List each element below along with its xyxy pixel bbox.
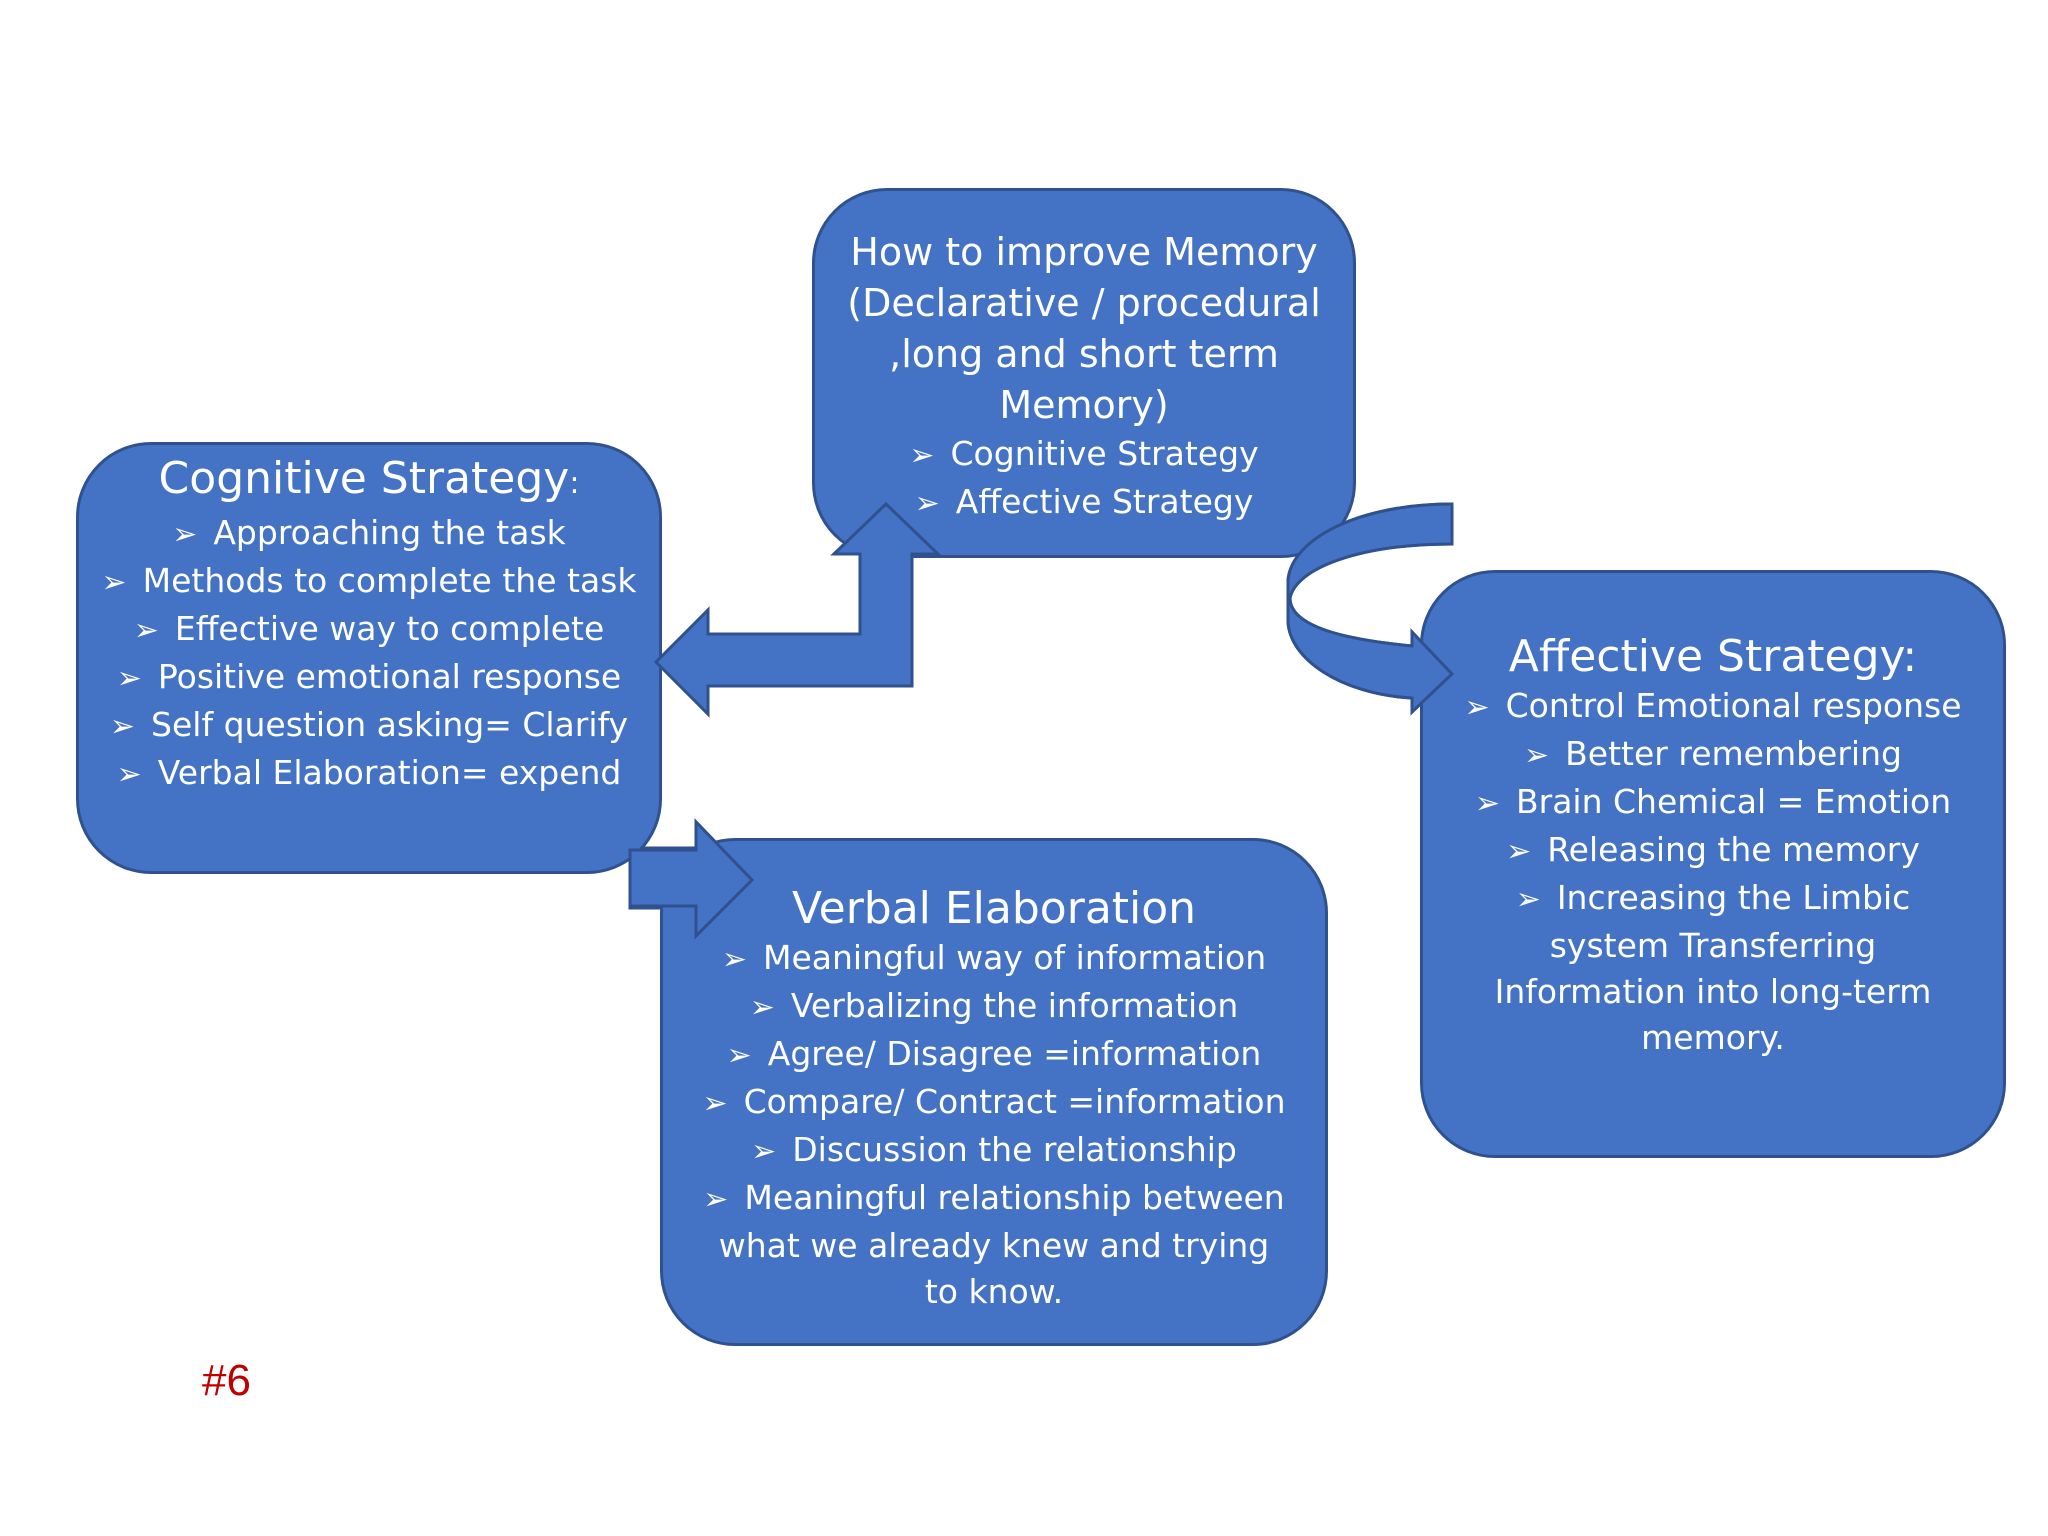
list-item-label: Self question asking= Clarify [151,705,629,744]
arrowhead-bullet-icon: ➢ [751,1134,777,1169]
list-item-label: Better remembering [1565,734,1902,773]
list-item-label: Control Emotional response [1505,686,1962,725]
list-item: ➢ Affective Strategy [815,479,1353,527]
list-item: ➢ Verbalizing the information [663,983,1325,1031]
arrowhead-bullet-icon: ➢ [109,709,136,744]
list-item-label: Effective way to complete [174,609,605,648]
arrowhead-bullet-icon: ➢ [721,942,747,977]
list-item-label: Affective Strategy [955,482,1254,521]
list-item-label: Meaningful way of information [763,938,1267,977]
list-item: ➢ Approaching the task [79,510,659,558]
memory-title-line: How to improve Memory [850,230,1318,274]
list-item-label: Verbalizing the information [790,986,1239,1025]
memory-title-line: (Declarative / procedural [847,281,1321,325]
list-item: ➢Increasing the Limbic system Transferri… [1423,875,2003,1061]
list-item-label: Increasing the Limbic system Transferrin… [1494,878,1932,1057]
memory-title-line: ,long and short term [889,332,1279,376]
list-item-label: Agree/ Disagree =information [767,1034,1262,1073]
arrowhead-bullet-icon: ➢ [116,661,142,696]
cognitive-box: Cognitive Strategy: ➢ Approaching the tas… [76,442,662,874]
arrowhead-bullet-icon: ➢ [1506,834,1532,869]
list-item-label: Compare/ Contract =information [743,1082,1286,1121]
arrowhead-bullet-icon: ➢ [172,517,198,552]
arrowhead-bullet-icon: ➢ [133,613,159,648]
arrowhead-bullet-icon: ➢ [1474,786,1500,821]
affective-box: Affective Strategy: ➢ Control Emotional r… [1420,570,2006,1158]
memory-title-line: Memory) [999,383,1169,427]
list-item: ➢ Agree/ Disagree =information [663,1031,1325,1079]
affective-title: Affective Strategy: [1508,631,1918,682]
list-item-label: Brain Chemical = Emotion [1516,782,1952,821]
list-item: ➢ Self question asking= Clarify [79,702,659,750]
list-item-label: Approaching the task [213,513,566,552]
list-item: ➢ Meaningful way of information [663,935,1325,983]
list-item: ➢ Discussion the relationship [663,1127,1325,1175]
verbal-box: Verbal Elaboration ➢ Meaningful way of in… [660,838,1328,1346]
arrowhead-bullet-icon: ➢ [909,438,935,473]
verbal-list: ➢ Meaningful way of information ➢ Verbaliz… [663,935,1325,1315]
list-item-label: Verbal Elaboration= expend [157,753,622,792]
list-item-label: Positive emotional response [157,657,622,696]
arrowhead-bullet-icon: ➢ [1524,738,1550,773]
list-item-label: Methods to complete the task [142,561,637,600]
cognitive-title: Cognitive Strategy: [79,453,659,510]
list-item: ➢ Compare/ Contract =information [663,1079,1325,1127]
list-item-label: Releasing the memory [1547,830,1920,869]
list-item: ➢ Better remembering [1423,731,2003,779]
arrowhead-bullet-icon: ➢ [101,565,127,600]
memory-list: ➢ Cognitive Strategy ➢ Affective Strategy [815,431,1353,527]
arrowhead-bullet-icon: ➢ [749,990,775,1025]
arrowhead-bullet-icon: ➢ [116,757,142,792]
list-item: ➢ Cognitive Strategy [815,431,1353,479]
cognitive-title-text: Cognitive Strategy [158,453,570,504]
list-item: ➢ Effective way to complete [79,606,659,654]
arrowhead-bullet-icon: ➢ [703,1182,729,1217]
list-item-label: Cognitive Strategy [950,434,1259,473]
list-item: ➢ Control Emotional response [1423,683,2003,731]
arrowhead-bullet-icon: ➢ [914,486,940,521]
page-number: #6 [202,1356,251,1405]
arrowhead-bullet-icon: ➢ [1464,690,1490,725]
arrowhead-bullet-icon: ➢ [1515,882,1541,917]
list-item: ➢Meaningful relationship between what we… [663,1175,1325,1315]
cognitive-list: ➢ Approaching the task ➢ Methods to comple… [79,510,659,798]
affective-list: ➢ Control Emotional response ➢ Better reme… [1423,683,2003,1061]
arrowhead-bullet-icon: ➢ [702,1086,728,1121]
list-item: ➢ Brain Chemical = Emotion [1423,779,2003,827]
verbal-title: Verbal Elaboration [791,883,1197,934]
cognitive-title-suffix: : [569,466,580,501]
list-item: ➢ Releasing the memory [1423,827,2003,875]
list-item: ➢ Positive emotional response [79,654,659,702]
arrowhead-bullet-icon: ➢ [726,1038,752,1073]
memory-box: How to improve Memory (Declarative / pro… [812,188,1356,558]
list-item: ➢ Methods to complete the task [79,558,659,606]
list-item-label: Discussion the relationship [792,1130,1237,1169]
list-item: ➢ Verbal Elaboration= expend [79,750,659,798]
list-item-label: Meaningful relationship between what we … [718,1178,1285,1311]
